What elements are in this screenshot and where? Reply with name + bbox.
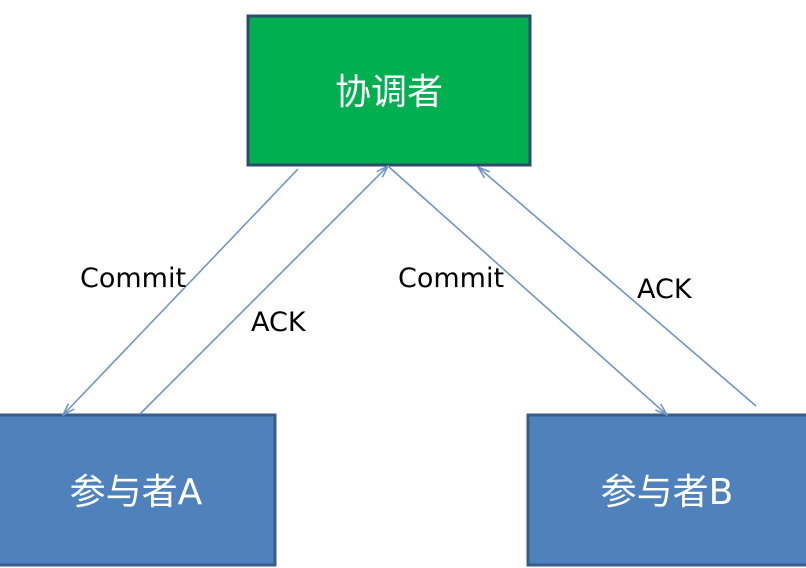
- participant-a-label: 参与者A: [70, 472, 203, 513]
- commit-to-a-label: Commit: [80, 263, 186, 294]
- participant-a-box: [0, 413, 277, 567]
- ack-from-a-arrow: [139, 166, 388, 415]
- participant-b-box: [526, 413, 806, 567]
- commit-to-b-label: Commit: [398, 263, 504, 294]
- participant-b-node: 参与者B: [526, 413, 806, 567]
- commit-to-a-arrow: [63, 168, 299, 415]
- coordinator-box: [246, 14, 532, 167]
- coordinator-node: 协调者: [246, 14, 532, 167]
- coordinator-label: 协调者: [335, 72, 443, 113]
- ack-from-b-label: ACK: [637, 274, 693, 305]
- ack-from-b-arrow: [478, 167, 757, 407]
- commit-to-b-arrow: [388, 166, 667, 415]
- ack-from-a-label: ACK: [251, 307, 307, 338]
- participant-a-node: 参与者A: [0, 413, 277, 567]
- participant-b-label: 参与者B: [601, 472, 734, 513]
